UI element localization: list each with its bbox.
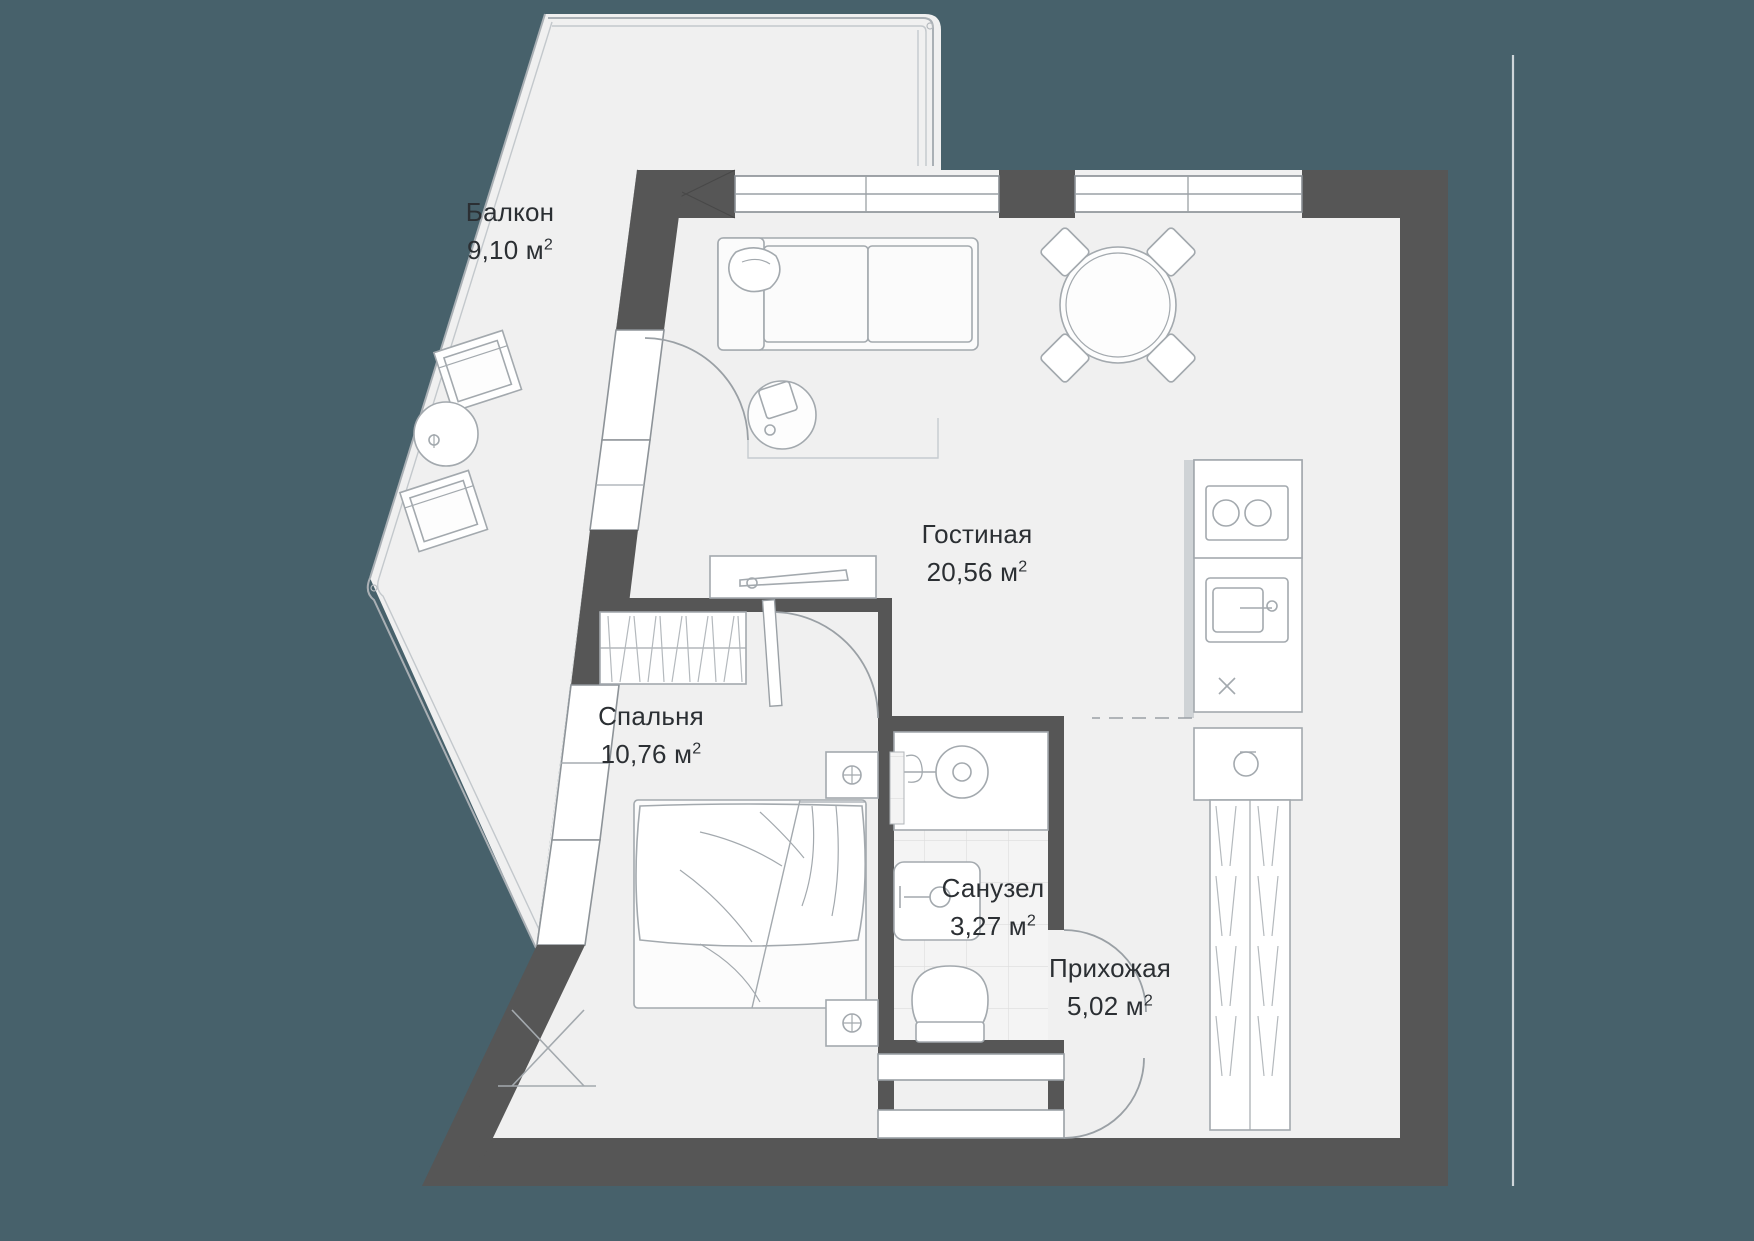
- desk-icon: [709, 555, 877, 599]
- wardrobe-icon: [599, 611, 747, 685]
- balcony-furniture: [398, 329, 523, 553]
- drying-rack-icon: [498, 1009, 596, 1087]
- wall-bath-bottom: [878, 1040, 1064, 1054]
- toilet-icon: [911, 965, 989, 1043]
- washer-icon: [1193, 727, 1303, 801]
- dining-chairs-icon: [1040, 227, 1196, 383]
- shower-icon: [889, 731, 1049, 831]
- door-bathroom-arc: [1063, 929, 1147, 1013]
- hallway-furniture: [1209, 799, 1291, 1131]
- washbasin-icon: [893, 861, 981, 941]
- doors: [644, 337, 1147, 1139]
- wall-bath-top: [878, 716, 1064, 732]
- wall-left-slanted: [422, 170, 685, 1186]
- kitchen-partition: [1184, 460, 1194, 718]
- hall-wardrobe-icon: [1209, 799, 1291, 1131]
- nightstand-right-icon: [825, 999, 879, 1047]
- living-room-furniture: [717, 227, 1303, 801]
- nightstand-left-icon: [825, 751, 879, 799]
- bed-icon: [633, 799, 867, 1009]
- bathroom-fixtures: [889, 731, 1049, 1043]
- sofa-icon: [717, 237, 979, 351]
- walls: [422, 169, 1448, 1186]
- balcony-chair-top-icon: [432, 329, 523, 413]
- door-entrance-arc: [1063, 1057, 1145, 1139]
- door-leaves: [877, 1053, 1065, 1139]
- wall-bedroom-top: [596, 598, 892, 612]
- door-bedroom-arc: [771, 611, 879, 719]
- dining-table-icon: [1059, 246, 1177, 364]
- bedroom-furniture: [498, 555, 879, 1087]
- wall-top-mid: [999, 170, 1075, 218]
- kitchen-counter: [1193, 459, 1303, 713]
- window-living-right: [1074, 175, 1303, 213]
- coffee-table-icon: [747, 380, 817, 450]
- wall-bath-right-upper: [1048, 716, 1064, 930]
- wall-right: [1400, 170, 1448, 1186]
- balcony-chair-bottom-icon: [398, 469, 489, 553]
- balcony-table-icon: [413, 401, 479, 467]
- window-living-left: [734, 175, 1000, 213]
- wall-bedroom-right-upper: [878, 598, 892, 728]
- wall-bottom: [470, 1138, 1448, 1186]
- balcony-area: [366, 13, 941, 949]
- door-living-balcony-arc: [644, 337, 749, 441]
